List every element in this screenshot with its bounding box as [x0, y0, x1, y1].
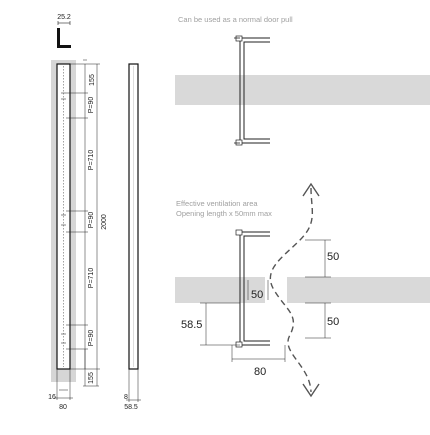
dim-58-5-detail: 58.5	[181, 319, 202, 331]
profile-section	[57, 21, 71, 48]
dim-p710-top: P=710	[88, 150, 95, 171]
note-ventilation-2: Opening length x 50mm max	[176, 209, 272, 218]
note-ventilation-1: Effective ventilation area	[176, 199, 258, 208]
door-pull-detail	[175, 35, 430, 146]
front-dimension-chain	[66, 59, 100, 387]
dim-80-detail: 80	[254, 366, 266, 378]
dim-58-5-side: 58.5	[124, 404, 138, 411]
dim-16: 16	[48, 394, 56, 401]
ventilation-detail	[175, 229, 430, 348]
dim-50-bottom: 50	[327, 316, 339, 328]
dim-80-left: 80	[59, 404, 67, 411]
dim-p710-bot: P=710	[88, 268, 95, 289]
handle-side-view	[126, 63, 141, 402]
dim-p90-bot: P=90	[88, 330, 95, 347]
dim-50-top: 50	[327, 251, 339, 263]
ventilation-dimensions	[200, 239, 331, 362]
dim-8: 8	[124, 394, 128, 401]
dim-2000: 2000	[101, 214, 108, 230]
dim-p90-top: P=90	[88, 97, 95, 114]
dim-p90-mid: P=90	[88, 212, 95, 229]
dim-155-top: 155	[89, 74, 96, 86]
front-bottom-dims	[54, 369, 73, 400]
dim-155-bot: 155	[88, 372, 95, 384]
note-door-pull: Can be used as a normal door pull	[178, 15, 293, 24]
dim-50-center: 50	[251, 289, 263, 301]
handle-front-view	[51, 60, 76, 382]
dim-25-2: 25.2	[57, 14, 71, 21]
airflow-arrowheads	[302, 182, 320, 398]
